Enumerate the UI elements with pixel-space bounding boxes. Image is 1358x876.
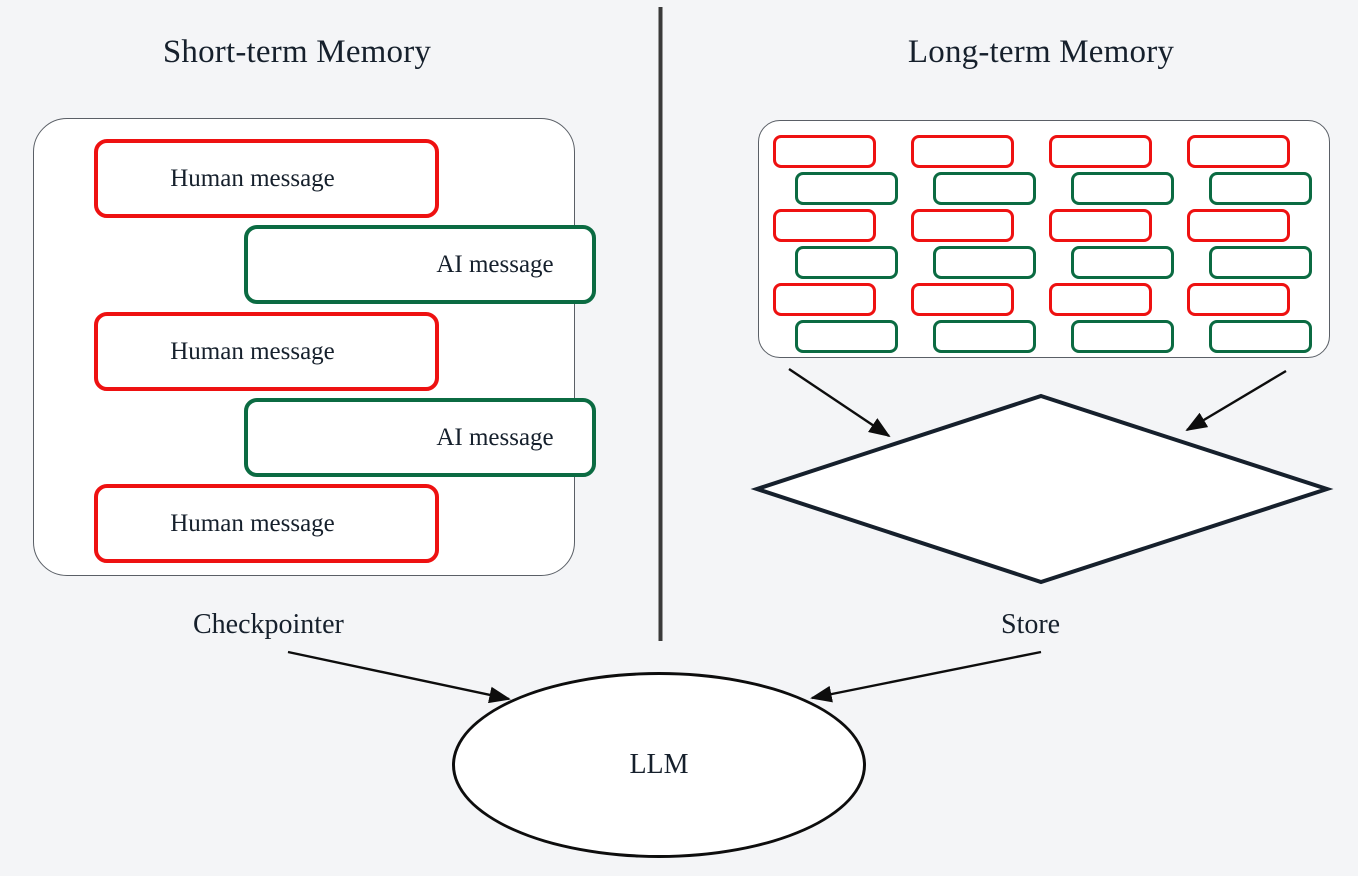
short-term-memory-container: Human message AI message Human message A…: [33, 118, 596, 576]
memory-chip-red-c1-r1[interactable]: [773, 135, 876, 168]
long-term-memory-container: [758, 120, 1330, 358]
memory-chip-green-c3-r2[interactable]: [1071, 172, 1174, 205]
memory-chip-green-c2-r2[interactable]: [933, 172, 1036, 205]
human-message-box-3[interactable]: Human message: [94, 484, 439, 563]
store-diamond[interactable]: [750, 393, 1334, 585]
memory-chip-red-c3-r5[interactable]: [1049, 283, 1152, 316]
ai-message-box-2[interactable]: AI message: [244, 398, 596, 477]
memory-chip-green-c4-r6[interactable]: [1209, 320, 1312, 353]
memory-chip-red-c1-r3[interactable]: [773, 209, 876, 242]
memory-chip-green-c2-r4[interactable]: [933, 246, 1036, 279]
ai-message-label-2: AI message: [436, 423, 554, 451]
memory-chip-green-c1-r6[interactable]: [795, 320, 898, 353]
memory-chip-red-c4-r1[interactable]: [1187, 135, 1290, 168]
memory-chip-green-c4-r2[interactable]: [1209, 172, 1312, 205]
store-label: Store: [1001, 609, 1061, 640]
arrow-checkpointer-to-llm: [287, 650, 511, 704]
memory-chip-red-c1-r5[interactable]: [773, 283, 876, 316]
memory-chip-green-c1-r4[interactable]: [795, 246, 898, 279]
memory-chip-red-c2-r3[interactable]: [911, 209, 1014, 242]
human-message-label-2: Human message: [170, 337, 335, 365]
memory-chip-green-c3-r4[interactable]: [1071, 246, 1174, 279]
memory-chip-red-c3-r1[interactable]: [1049, 135, 1152, 168]
arrow-store-to-llm: [810, 650, 1042, 703]
memory-chip-red-c4-r5[interactable]: [1187, 283, 1290, 316]
llm-node[interactable]: LLM: [452, 672, 866, 858]
memory-chip-red-c4-r3[interactable]: [1187, 209, 1290, 242]
ai-message-box-1[interactable]: AI message: [244, 225, 596, 304]
memory-chip-green-c1-r2[interactable]: [795, 172, 898, 205]
llm-label: LLM: [629, 749, 689, 780]
human-message-box-1[interactable]: Human message: [94, 139, 439, 218]
memory-chip-green-c2-r6[interactable]: [933, 320, 1036, 353]
memory-chip-red-c3-r3[interactable]: [1049, 209, 1152, 242]
human-message-label-1: Human message: [170, 164, 335, 192]
long-term-memory-title: Long-term Memory: [907, 34, 1175, 70]
arrow-grid-to-store-left: [788, 368, 891, 438]
memory-chip-green-c3-r6[interactable]: [1071, 320, 1174, 353]
human-message-label-3: Human message: [170, 509, 335, 537]
short-term-memory-title: Short-term Memory: [162, 34, 432, 70]
arrow-grid-to-store-right: [1185, 369, 1287, 432]
checkpointer-label: Checkpointer: [193, 609, 344, 640]
memory-chip-red-c2-r1[interactable]: [911, 135, 1014, 168]
memory-chip-green-c4-r4[interactable]: [1209, 246, 1312, 279]
human-message-box-2[interactable]: Human message: [94, 312, 439, 391]
memory-chip-red-c2-r5[interactable]: [911, 283, 1014, 316]
ai-message-label-1: AI message: [436, 250, 554, 278]
